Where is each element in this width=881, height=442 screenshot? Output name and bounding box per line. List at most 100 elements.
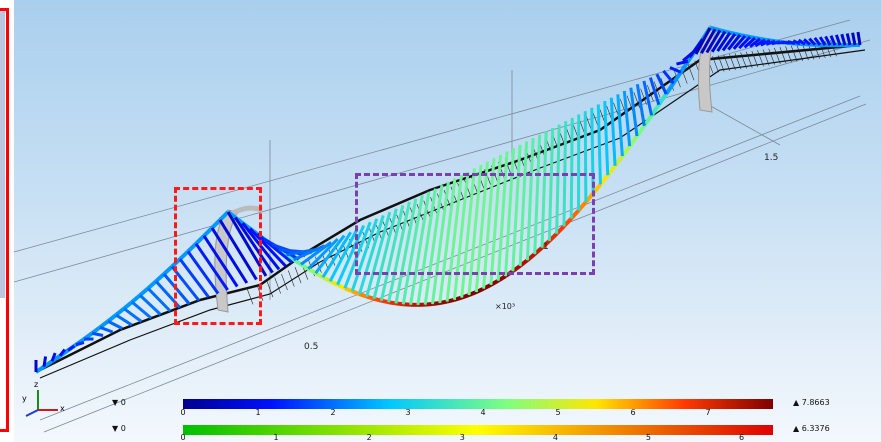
mesh-line: [779, 47, 787, 64]
hanger: [738, 35, 752, 50]
hanger: [138, 294, 162, 316]
hanger: [700, 28, 717, 55]
hanger: [622, 90, 632, 147]
hanger: [75, 341, 85, 347]
hanger: [123, 307, 143, 323]
hanger: [635, 84, 646, 127]
cable-segment: [106, 313, 118, 323]
hanger: [688, 38, 704, 59]
colorbar-2-max: ▲ 6.3376: [793, 424, 830, 433]
hanger: [569, 117, 574, 219]
hanger: [131, 300, 152, 320]
cable-segment: [138, 286, 150, 297]
hanger: [533, 134, 542, 255]
mesh-line: [717, 55, 725, 72]
colorbar-1-tick: 2: [330, 408, 336, 417]
cable-segment: [664, 82, 676, 96]
cable-segment: [671, 71, 683, 85]
hanger: [749, 37, 761, 48]
hanger: [808, 37, 817, 46]
hanger: [829, 35, 837, 46]
cable-segment: [210, 218, 222, 230]
hanger: [710, 30, 727, 53]
hanger: [760, 39, 771, 47]
hanger: [676, 59, 689, 66]
mesh-line: [633, 92, 641, 109]
triad-z-label: z: [34, 380, 39, 389]
mesh-line: [768, 48, 775, 65]
cable-segment: [218, 210, 230, 222]
mesh-line: [653, 81, 661, 98]
cable-segment: [114, 307, 126, 317]
colorbar-2-tick: 1: [273, 433, 279, 442]
hanger: [42, 356, 48, 367]
colorbar-1-tick: 7: [705, 408, 711, 417]
cable-segment: [657, 92, 668, 106]
highlight-box-tower: [174, 187, 262, 325]
colorbar-1-tick: 5: [555, 408, 561, 417]
highlight-box-left-panel: [0, 8, 9, 432]
hanger: [662, 69, 675, 85]
mesh-line: [734, 53, 742, 70]
colorbar-2-tick: 5: [645, 433, 652, 442]
colorbar-1-tick: 3: [405, 408, 411, 417]
cable-segment: [178, 249, 190, 261]
hanger: [293, 244, 326, 261]
colorbar-1-tick: 1: [255, 408, 261, 417]
hanger: [694, 27, 712, 55]
mesh-line: [745, 51, 753, 68]
hanger: [416, 188, 437, 306]
mesh-line: [762, 49, 770, 66]
mesh-line: [796, 44, 804, 61]
hanger: [818, 36, 827, 46]
highlight-box-midspan: [355, 173, 595, 275]
mesh-line: [751, 50, 759, 68]
hanger: [813, 36, 822, 46]
hanger: [210, 227, 249, 284]
hanger: [547, 127, 555, 241]
hanger: [202, 235, 239, 288]
axis-label-0.5: 0.5: [304, 342, 319, 352]
hanger: [655, 73, 668, 95]
axis-label-1.5: 1.5: [764, 153, 779, 163]
mesh-line: [790, 45, 798, 62]
hanger: [603, 101, 610, 176]
cable-segment: [202, 226, 214, 238]
colorbar-1-tick: 4: [480, 408, 486, 417]
colorbar-2-tick: 3: [459, 433, 465, 442]
mesh-line: [729, 53, 736, 71]
hanger: [525, 138, 535, 261]
mesh-line: [687, 64, 695, 81]
triad-y-label: y: [22, 394, 27, 403]
axis-triad: z y x: [22, 380, 72, 422]
hanger: [555, 124, 561, 234]
hanger: [792, 39, 801, 46]
hanger: [803, 38, 811, 46]
colorbar-1-max: ▲ 7.8663: [793, 398, 830, 407]
hanger: [669, 66, 682, 74]
hanger: [186, 250, 220, 295]
hanger: [511, 144, 522, 272]
cable-segment: [162, 265, 174, 276]
hanger: [705, 29, 722, 54]
mesh-line: [266, 281, 274, 298]
cable-segment: [122, 300, 134, 311]
colorbar-1-gradient: [183, 399, 773, 409]
mesh-line: [723, 54, 731, 71]
mesh-line: [246, 288, 254, 305]
cable-segment: [649, 103, 661, 117]
hanger: [401, 195, 424, 305]
hanger: [797, 38, 806, 46]
mesh-line: [294, 266, 302, 284]
hanger: [445, 174, 463, 302]
hanger: [474, 161, 490, 293]
cable-segment: [186, 242, 198, 253]
left-panel-edge: [0, 0, 14, 442]
hanger: [727, 33, 742, 51]
hanger: [721, 32, 737, 52]
hanger: [504, 148, 516, 277]
hanger: [387, 201, 411, 303]
hanger: [452, 171, 470, 300]
